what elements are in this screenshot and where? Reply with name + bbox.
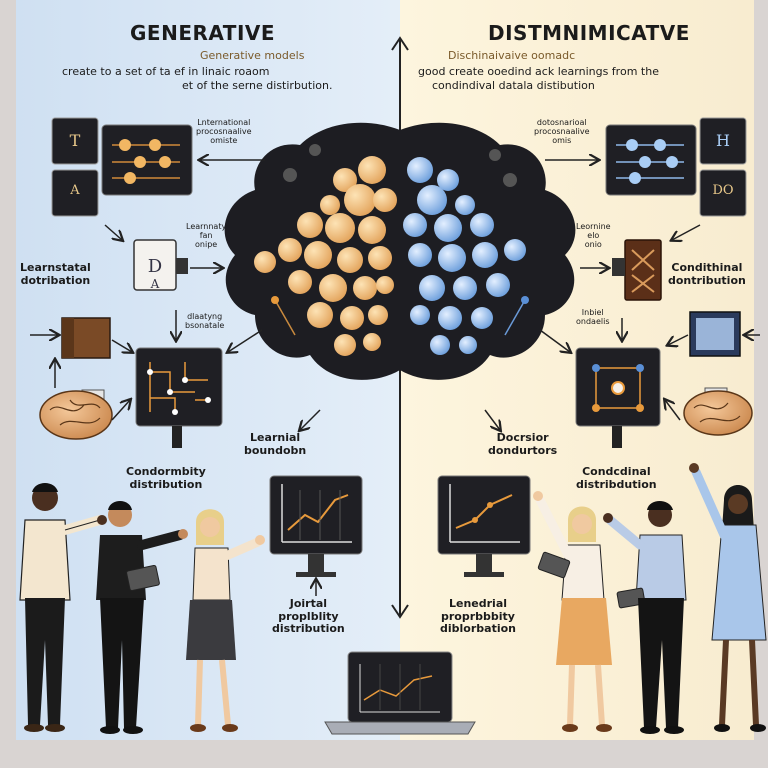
right-screen-letter-2: DO (712, 183, 734, 198)
left-storage-box (61, 317, 111, 359)
left-brain (39, 389, 113, 440)
right-title: DISTMNIMICATVE (488, 21, 690, 45)
discriminative-data-spheres (403, 149, 529, 355)
right-storage-box (689, 311, 741, 357)
left-chart-monitor (269, 475, 363, 577)
right-label-decision: Docrsior dondurtors (488, 431, 558, 457)
left-screen-letter-1: T (69, 131, 81, 150)
right-node-screen (605, 124, 697, 196)
person-left-1 (19, 483, 107, 732)
person-right-2 (603, 501, 687, 734)
left-annotation-top: Lnternational procosnaalive omiste (196, 118, 252, 146)
left-annotation-reasoning: dlaatyng bsonatale (185, 312, 225, 331)
left-subtitle: Generative models (200, 49, 305, 62)
right-subtitle: Dischinaivaive oomadc (448, 49, 576, 62)
right-letter-screen-top (699, 117, 747, 165)
svg-text:A: A (150, 277, 160, 291)
left-description-line2: et of the serne distirbution. (182, 79, 333, 92)
right-annotation-top: dotosnarioal procosnaalive omis (534, 118, 590, 146)
left-letter-screen-top (51, 117, 99, 165)
left-label-joint: Joirtal proplblity distribution (272, 597, 345, 636)
right-description-line2: condindival datala distibution (432, 79, 595, 92)
right-brain (683, 387, 753, 436)
right-description-line1: good create ooedind ack learnings from t… (418, 65, 659, 78)
right-annotation-learning: Leornine elo onio (576, 222, 611, 250)
center-laptop (324, 651, 476, 735)
left-label-learnstatal: Learnstatal dotribation (20, 261, 91, 287)
left-label-conformity: Condormbity distribution (126, 465, 206, 491)
left-node-screen (101, 124, 193, 196)
left-letter-block: D A (133, 239, 188, 291)
left-title: GENERATIVE (130, 21, 276, 45)
right-annotation-mid: Inbiel ondaelis (576, 308, 610, 327)
left-description-line1: create to a set of ta ef in linaic roaom (62, 65, 270, 78)
left-label-learnial: Learnial boundobn (244, 431, 307, 457)
left-annotation-learning: Learnnaty fan onipe (186, 222, 227, 250)
person-left-3 (186, 509, 265, 732)
left-screen-letter-2: A (70, 183, 80, 198)
person-left-2 (96, 501, 188, 734)
person-right-3 (689, 463, 767, 732)
right-circuit-screen (575, 347, 661, 448)
right-letter-block (612, 239, 662, 301)
right-label-leneral: Lenedrial proprbbbity diblorbation (440, 597, 516, 636)
right-screen-letter-1: H (716, 131, 730, 150)
generative-data-spheres (254, 144, 397, 356)
right-label-conditional-top: Condithinal dontribution (668, 261, 746, 287)
right-letter-screen-bottom (699, 169, 747, 217)
person-right-1 (533, 491, 612, 732)
left-letter-screen-bottom (51, 169, 99, 217)
left-circuit-screen (135, 347, 223, 448)
right-chart-monitor (437, 475, 531, 577)
right-label-conditional: Condcdinal distribdution (576, 465, 657, 491)
svg-text:D: D (148, 256, 162, 277)
